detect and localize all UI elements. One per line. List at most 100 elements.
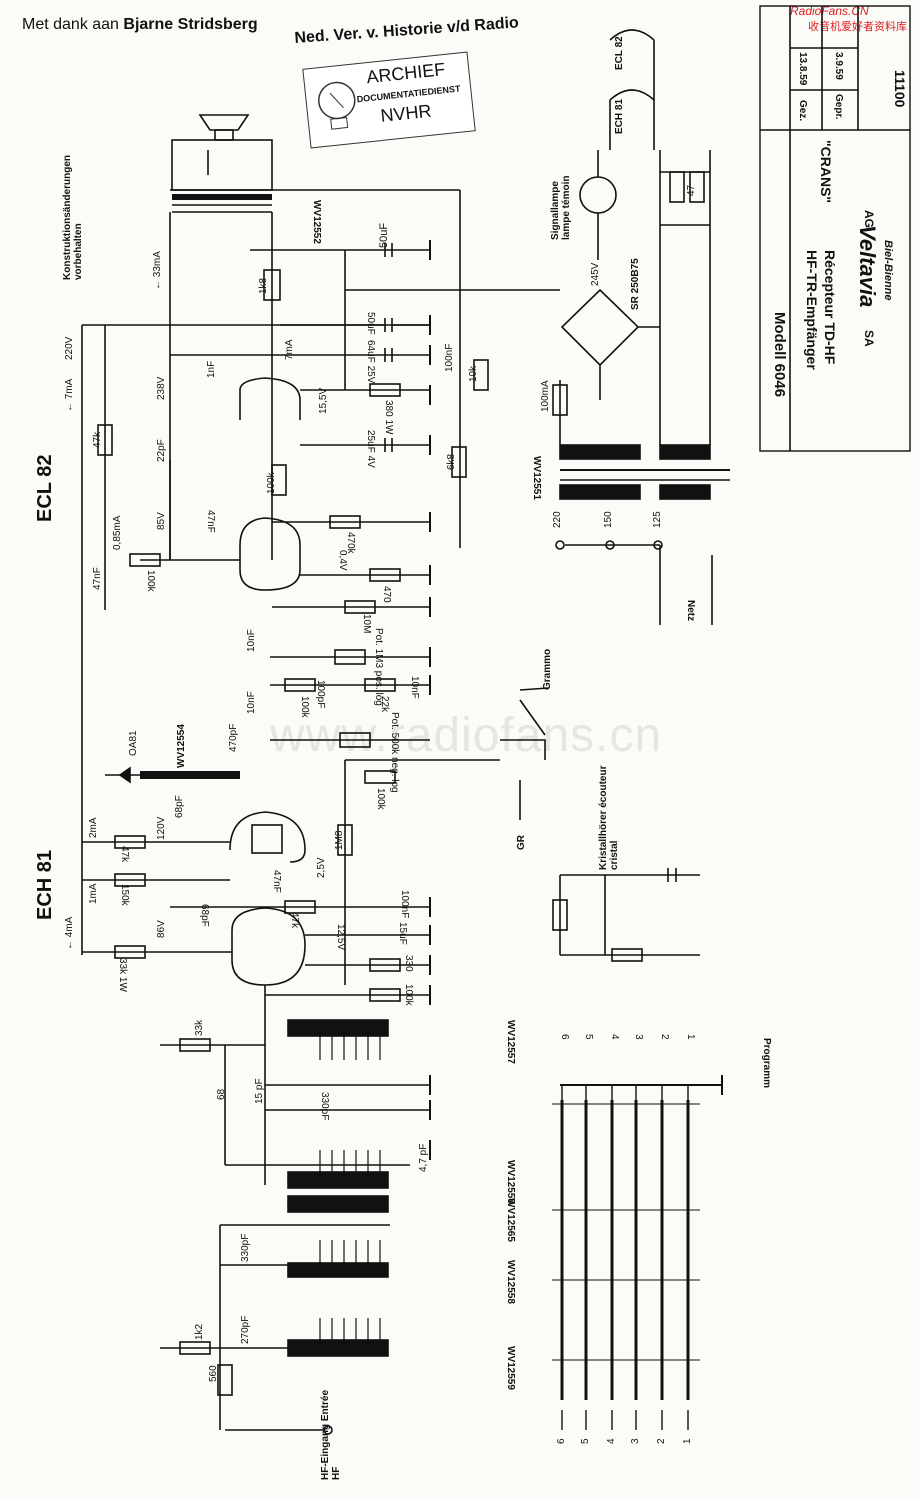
drawing-number: 11100	[892, 70, 908, 108]
label-r100k: 100k	[266, 472, 277, 494]
watermark-site: RadioFans.CN	[790, 4, 869, 18]
label-c47pf: 4,7 pF	[418, 1143, 429, 1172]
label-v220: 220V	[64, 336, 75, 360]
label-r22k: 22k	[379, 696, 390, 713]
label-tap125: 125	[652, 511, 663, 528]
prog-bot-2: 2	[656, 1438, 667, 1444]
label-c10nf2: 10nF	[246, 691, 257, 714]
label-i1ma: 1mA	[88, 883, 99, 904]
label-r33k: 33k 1W	[117, 958, 128, 992]
label-r100k3: 100k	[299, 696, 310, 718]
label-c68pf2: 68pF	[199, 904, 210, 927]
label-r100k2: 100k	[145, 570, 156, 592]
prog-top-5: 5	[583, 1034, 594, 1040]
label-wv12558b: WV12558	[505, 1260, 516, 1304]
label-c10nf3: 10nF	[409, 676, 420, 699]
label-c330pf2: 330pF	[240, 1233, 251, 1262]
label-i2ma: 2mA	[88, 817, 99, 838]
label-r10k: 10k	[468, 365, 479, 382]
label-r100k4: 100k	[375, 788, 386, 810]
label-c50uf2: 50uF	[365, 312, 376, 335]
label-i33ma: ← 33mA	[152, 251, 163, 290]
label-c10nf: 10nF	[246, 629, 257, 652]
label-c25uf: 25uF 4V	[365, 430, 376, 468]
label-v15-5: 15,5V	[318, 387, 329, 414]
label-c68pf: 68pF	[174, 795, 185, 818]
label-c50uf: 50uF	[378, 222, 390, 248]
note-gr: GR	[516, 835, 527, 850]
label-r330: 330	[403, 955, 414, 972]
label-c22pf: 22pF	[156, 439, 167, 462]
location: Biel-Bienne	[882, 240, 894, 301]
prog-bot-3: 3	[630, 1438, 641, 1444]
prog-top-1: 1	[685, 1034, 696, 1040]
label-i085ma: 0,85mA	[112, 515, 123, 550]
label-r1k8: 1k8	[258, 277, 269, 294]
prog-bot-4: 4	[606, 1438, 617, 1444]
label-r380: 380 1W	[383, 400, 394, 435]
label-r47: 47	[686, 184, 697, 196]
label-c100pf: 100pF	[315, 680, 326, 709]
label-c15pf: 15 pF	[254, 1078, 265, 1104]
label-wv12565: WV12565	[505, 1198, 516, 1242]
tube-ecl82-label: ECL 82	[34, 454, 56, 522]
label-oa81: OA81	[128, 730, 139, 756]
label-r560: 560	[208, 1365, 219, 1382]
label-wv12557: WV12557	[505, 1020, 516, 1064]
label-v120: 120V	[156, 816, 167, 840]
label-c100nf: 100nF	[444, 343, 455, 372]
label-v85: 85V	[156, 512, 167, 530]
label-r1k2: 1k2	[194, 1323, 205, 1340]
label-r150k: 150k	[119, 884, 130, 906]
name-fr-label: Récepteur TD-HF	[822, 250, 838, 365]
prog-top-4: 4	[609, 1034, 620, 1040]
label-c15uf: 15uF	[397, 922, 408, 945]
note-netz: Netz	[685, 600, 696, 622]
label-r100ma: 100mA	[540, 380, 551, 412]
label-c68: 68	[216, 1088, 227, 1100]
label-c330pf: 330pF	[319, 1092, 330, 1121]
prog-top-3: 3	[633, 1034, 644, 1040]
label-v238: 238V	[156, 376, 167, 400]
label-i7ma2: ← 7mA	[64, 378, 75, 412]
label-c47nf2: 47nF	[92, 567, 103, 590]
note-rectifier: SR 250B75	[630, 258, 641, 310]
series-label: "CRANS"	[818, 140, 834, 204]
note-signallampe: Signallampe lampe témoin	[550, 175, 572, 240]
brand-logo: Veltavia	[855, 225, 880, 308]
prog-top-6: 6	[559, 1034, 570, 1040]
label-wv12554: WV12554	[176, 724, 187, 768]
gepr-date: 3.9.59	[833, 52, 844, 80]
heater-ech81: ECH 81	[614, 98, 625, 134]
label-v2-5: 2,5V	[316, 857, 327, 878]
label-tap220: 220	[552, 511, 563, 528]
tube-logo-icon	[318, 81, 356, 130]
gez-date: 13.8.59	[797, 52, 808, 86]
watermark-center: www.radiofans.cn	[270, 709, 663, 762]
label-c270pf: 270pF	[240, 1315, 251, 1344]
label-wv12552: WV12552	[311, 200, 322, 244]
note-grammo: Grammo	[542, 648, 553, 690]
label-pot1: Pot. 1M3 pos. log	[373, 628, 384, 706]
thanks-line: Met dank aan Bjarne Stridsberg	[22, 16, 258, 33]
prog-bot-5: 5	[580, 1438, 591, 1444]
label-wv12559: WV12559	[505, 1346, 516, 1390]
label-c47nf3: 47nF	[271, 870, 282, 893]
label-c100nf2: 100nF	[399, 890, 410, 919]
label-r33k2: 33k	[194, 1019, 205, 1036]
label-r6k8: 6k8	[446, 453, 457, 470]
tube-ech81-label: ECH 81	[34, 849, 56, 920]
label-c47nf: 47nF	[205, 510, 216, 533]
note-hf-eingang: HF-Eingang Entrée HF	[320, 1389, 342, 1480]
brand-suffix: AG	[862, 210, 876, 228]
note-konstruktion: Konstruktionsänderungen vorbehalten	[62, 154, 84, 280]
label-r470: 470	[381, 586, 392, 603]
model-label: Modell 6046	[771, 312, 788, 398]
label-v0-4: 0,4V	[337, 550, 348, 571]
label-pot2: Pot. 500k neg. log	[389, 712, 400, 793]
prog-bot-6: 6	[556, 1438, 567, 1444]
prog-bot-1: 1	[682, 1438, 693, 1444]
prog-top-2: 2	[659, 1034, 670, 1040]
